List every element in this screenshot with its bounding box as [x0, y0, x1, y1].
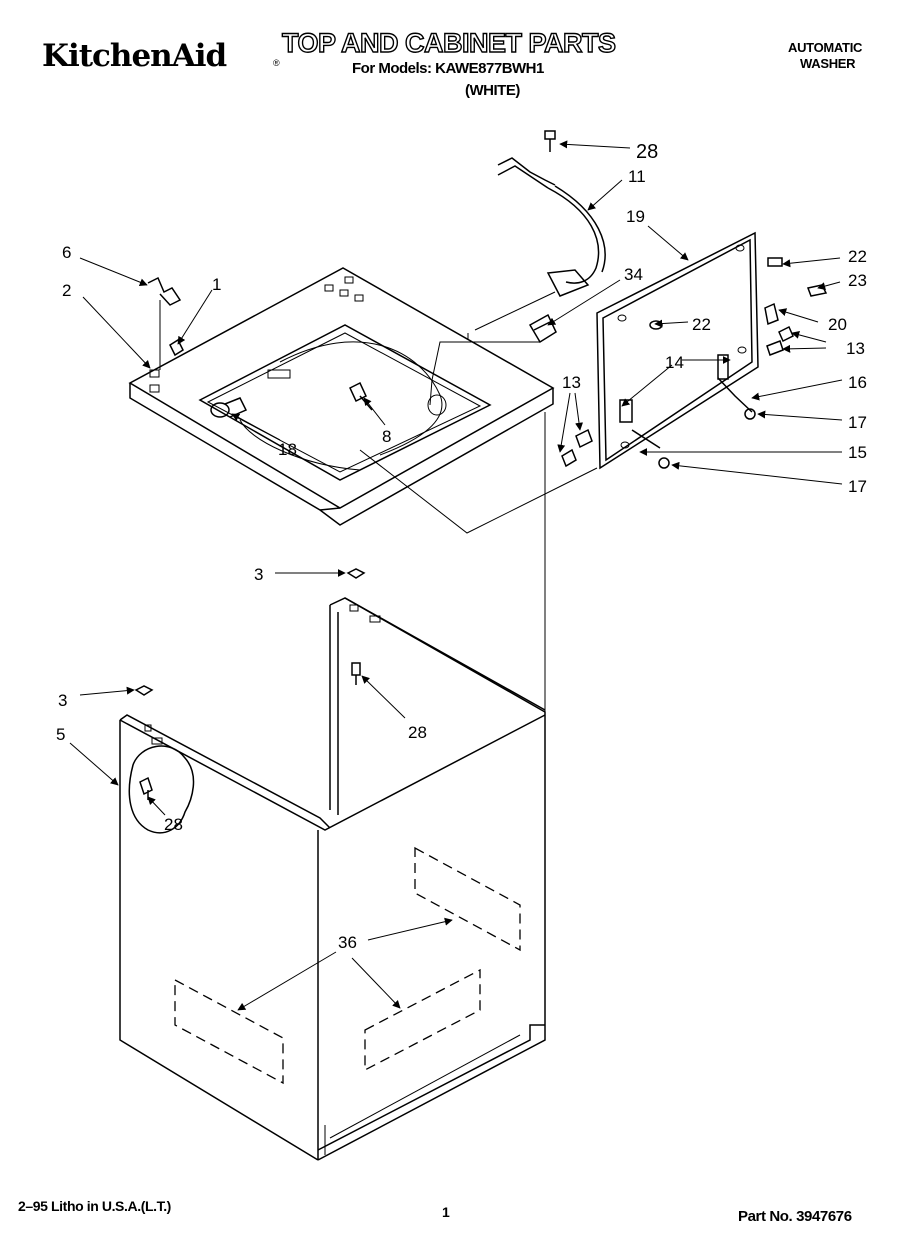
- callout-34: 34: [624, 265, 643, 284]
- lid-switch-part: [528, 313, 557, 344]
- model-line: For Models: KAWE877BWH1: [352, 60, 544, 77]
- callout-22b: 22: [692, 315, 711, 334]
- corner-clip-parts: [147, 276, 184, 370]
- insulation-pads: [174, 846, 521, 1085]
- callout-8: 8: [382, 427, 391, 446]
- callout-23: 23: [848, 271, 867, 290]
- control-panel-part: [596, 231, 759, 470]
- callout-17a: 17: [848, 413, 867, 432]
- callout-numbers: 28 11 19 22 23 6 1 2 34 22 20 13 14 13 1…: [56, 141, 867, 952]
- panel-small-parts: [561, 257, 828, 469]
- callout-13-right: 13: [846, 339, 865, 358]
- screw-part: [544, 130, 556, 152]
- callout-3b: 3: [58, 691, 67, 710]
- washer-cabinet: [119, 412, 546, 1161]
- page-number: 1: [442, 1204, 450, 1220]
- callout-28-top: 28: [636, 141, 658, 163]
- callout-3a: 3: [254, 565, 263, 584]
- machine-type-line1: AUTOMATIC: [788, 40, 863, 55]
- callout-16: 16: [848, 373, 867, 392]
- wire-harness-part: [497, 157, 606, 297]
- callout-11: 11: [628, 167, 646, 186]
- callout-6: 6: [62, 243, 71, 262]
- screw-part: [351, 662, 361, 685]
- machine-type-line2: WASHER: [800, 56, 856, 71]
- registered-mark: ®: [273, 58, 280, 68]
- callout-18: 18: [278, 440, 297, 459]
- print-info: 2–95 Litho in U.S.A.(L.T.): [18, 1198, 171, 1214]
- callout-19: 19: [626, 207, 645, 226]
- callout-28-mid: 28: [408, 723, 427, 742]
- callout-28-low: 28: [164, 815, 183, 834]
- cutout-detail: [128, 745, 195, 834]
- callout-1: 1: [212, 275, 221, 294]
- callout-17b: 17: [848, 477, 867, 496]
- page-title: TOP AND CABINET PARTS: [281, 27, 616, 58]
- callout-2: 2: [62, 281, 71, 300]
- washer-top-panel: [128, 267, 555, 526]
- brand-logo: KitchenAid: [42, 38, 227, 74]
- callout-22a: 22: [848, 247, 867, 266]
- part-number: Part No. 3947676: [738, 1208, 852, 1225]
- callout-5: 5: [56, 725, 65, 744]
- callout-36: 36: [338, 933, 357, 952]
- screw-part: [349, 381, 373, 411]
- lid-hinge-part: [210, 397, 248, 418]
- color-variant: (WHITE): [465, 82, 520, 99]
- callout-14: 14: [665, 353, 684, 372]
- callout-15: 15: [848, 443, 867, 462]
- callout-20: 20: [828, 315, 847, 334]
- leader-arrows: [69, 140, 843, 1011]
- callout-13-left: 13: [562, 373, 581, 392]
- clip-part: [134, 568, 366, 696]
